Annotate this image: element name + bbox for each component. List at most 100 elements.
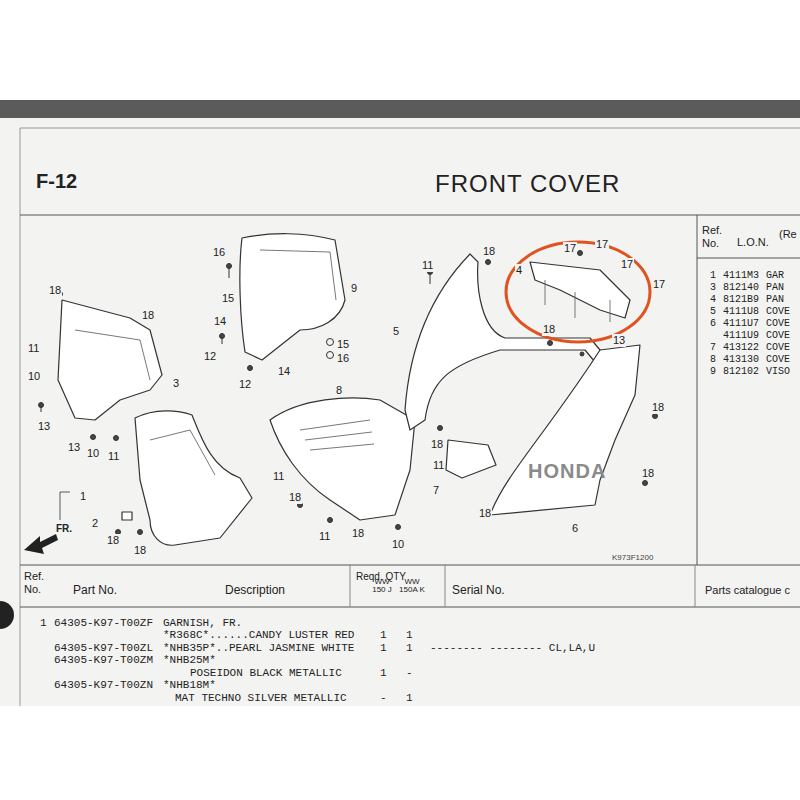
qty-holder: - <box>380 687 387 705</box>
callout-number: 10 <box>391 538 405 551</box>
color-desc: *NHB35P*..PEARL JASMINE WHITE <box>163 642 354 655</box>
table-header: Serial No. <box>452 584 505 598</box>
ref-number-holder: 1 <box>710 264 716 282</box>
callout-number: 16 <box>212 246 226 259</box>
callout-number-holder: 17 <box>652 274 666 292</box>
table-header: Ref. No. <box>24 570 56 595</box>
color-desc-holder: *R368C*......CANDY LUSTER RED <box>163 624 354 642</box>
callout-number: 13 <box>67 441 81 454</box>
page-code: F-12 <box>36 170 77 193</box>
callout-number: 16 <box>336 352 350 365</box>
callout-number: 17 <box>563 242 577 255</box>
callout-number-holder: 6 <box>571 518 579 536</box>
callout-number-holder: 16 <box>336 348 350 366</box>
lon-code-holder: 4111U8 <box>723 300 759 318</box>
ref-number: 7 <box>710 342 716 354</box>
lon-code: 4111U7 <box>723 318 759 330</box>
callout-number-holder: 18 <box>133 540 147 558</box>
part-desc: COVE <box>766 354 790 366</box>
table-header: (Re <box>779 228 797 241</box>
lon-code-holder: 4111U7 <box>723 312 759 330</box>
ref-number-holder: 1 <box>40 612 47 630</box>
callout-number-holder: 17 <box>620 254 634 272</box>
part-desc: GARNISH, FR. <box>163 617 242 630</box>
ref-number: 8 <box>710 354 716 366</box>
callout-number-holder: 18 <box>351 523 365 541</box>
lon-code: 8121B9 <box>723 294 759 306</box>
table-header-holder: Description <box>225 580 285 598</box>
part-number: 64305-K97-T00ZN <box>54 679 153 692</box>
lon-code: 812140 <box>723 282 759 294</box>
callout-number-holder: 16 <box>212 242 226 260</box>
callout-number-holder: 11 <box>318 526 331 544</box>
part-desc: COVE <box>766 342 790 354</box>
callout-number: 18 <box>641 467 655 480</box>
ref-number: 4 <box>710 294 716 306</box>
callout-number-holder: 18 <box>478 503 492 521</box>
part-desc-holder: PAN <box>766 276 784 294</box>
part-desc-holder: COVE <box>766 348 790 366</box>
callout-number: 17 <box>620 258 634 271</box>
qty: 1 <box>380 629 387 642</box>
ref-number-holder: 7 <box>710 336 716 354</box>
part-desc: COVE <box>766 306 790 318</box>
qty-holder: 1 <box>380 624 387 642</box>
color-code-holder: *NHB18M* <box>163 674 216 692</box>
table-header-holder: Parts catalogue c <box>705 580 790 598</box>
table-header: WW 150A K <box>397 578 427 595</box>
part-number-holder: 64305-K97-T00ZN <box>54 674 153 692</box>
callout-number: 10 <box>86 447 100 460</box>
ref-number: 5 <box>710 306 716 318</box>
color-desc-holder: POSEIDON BLACK METALLIC <box>190 662 342 680</box>
lon-code: 413122 <box>723 342 759 354</box>
callout-number: 10 <box>27 370 41 383</box>
callout-number-holder: 18 <box>430 434 444 452</box>
callout-number-holder: 18 <box>141 305 155 323</box>
color-code: *NHB18M* <box>163 679 216 692</box>
callout-number-holder: 12 <box>238 374 252 392</box>
ref-number-holder: 3 <box>710 276 716 294</box>
table-header-holder: (Re <box>779 224 797 242</box>
part-number: 64305-K97-T00ZM <box>54 654 153 667</box>
part-number: 64305-K97-T00ZF <box>54 617 153 630</box>
callout-number-holder: 14 <box>277 361 291 379</box>
callout-number-holder: 8 <box>335 380 343 398</box>
table-header: L.O.N. <box>737 236 769 249</box>
callout-number: 2 <box>91 517 99 530</box>
part-number-holder: 64305-K97-T00ZF <box>54 612 153 630</box>
callout-number-holder: 18 <box>482 241 496 259</box>
callout-number: 14 <box>213 315 227 328</box>
callout-number: 18 <box>482 245 496 258</box>
callout-number-holder: 15 <box>336 334 350 352</box>
part-number: 64305-K97-T00ZL <box>54 642 153 655</box>
ref-number-holder: 6 <box>710 312 716 330</box>
callout-number-holder: 13 <box>67 437 81 455</box>
lon-code-holder: 8121B9 <box>723 288 759 306</box>
lon-code: 812102 <box>723 366 759 378</box>
ref-number: 1 <box>710 270 716 282</box>
callout-number: 17 <box>652 278 666 291</box>
front-marker: FR. <box>56 523 72 535</box>
callout-number: 11 <box>432 459 445 472</box>
qty-holder: 1 <box>406 687 413 705</box>
part-desc-holder: GARNISH, FR. <box>163 612 242 630</box>
qty: 1 <box>380 667 387 680</box>
qty: 1 <box>406 692 413 705</box>
callout-number-holder: 10 <box>27 366 41 384</box>
page-code-holder: F-12 <box>36 170 77 193</box>
table-header-holder: Ref. No. <box>702 224 732 249</box>
qty-holder: 1 <box>380 662 387 680</box>
callout-number-holder: 11 <box>107 446 120 464</box>
part-desc: GAR <box>766 270 784 282</box>
callout-number: 18 <box>141 309 155 322</box>
callout-number-holder: 17 <box>595 234 609 252</box>
figure-code-holder: K973F1200 <box>612 546 653 564</box>
callout-number: 18 <box>651 401 665 414</box>
table-header-holder: L.O.N. <box>737 232 769 250</box>
callout-number-holder: 18 <box>106 530 120 548</box>
lon-code-holder: 413130 <box>723 348 759 366</box>
qty: 1 <box>406 642 413 655</box>
callout-number-holder: 18 <box>288 487 302 505</box>
callout-number: 11 <box>27 342 40 355</box>
callout-number-holder: 1 <box>79 486 87 504</box>
